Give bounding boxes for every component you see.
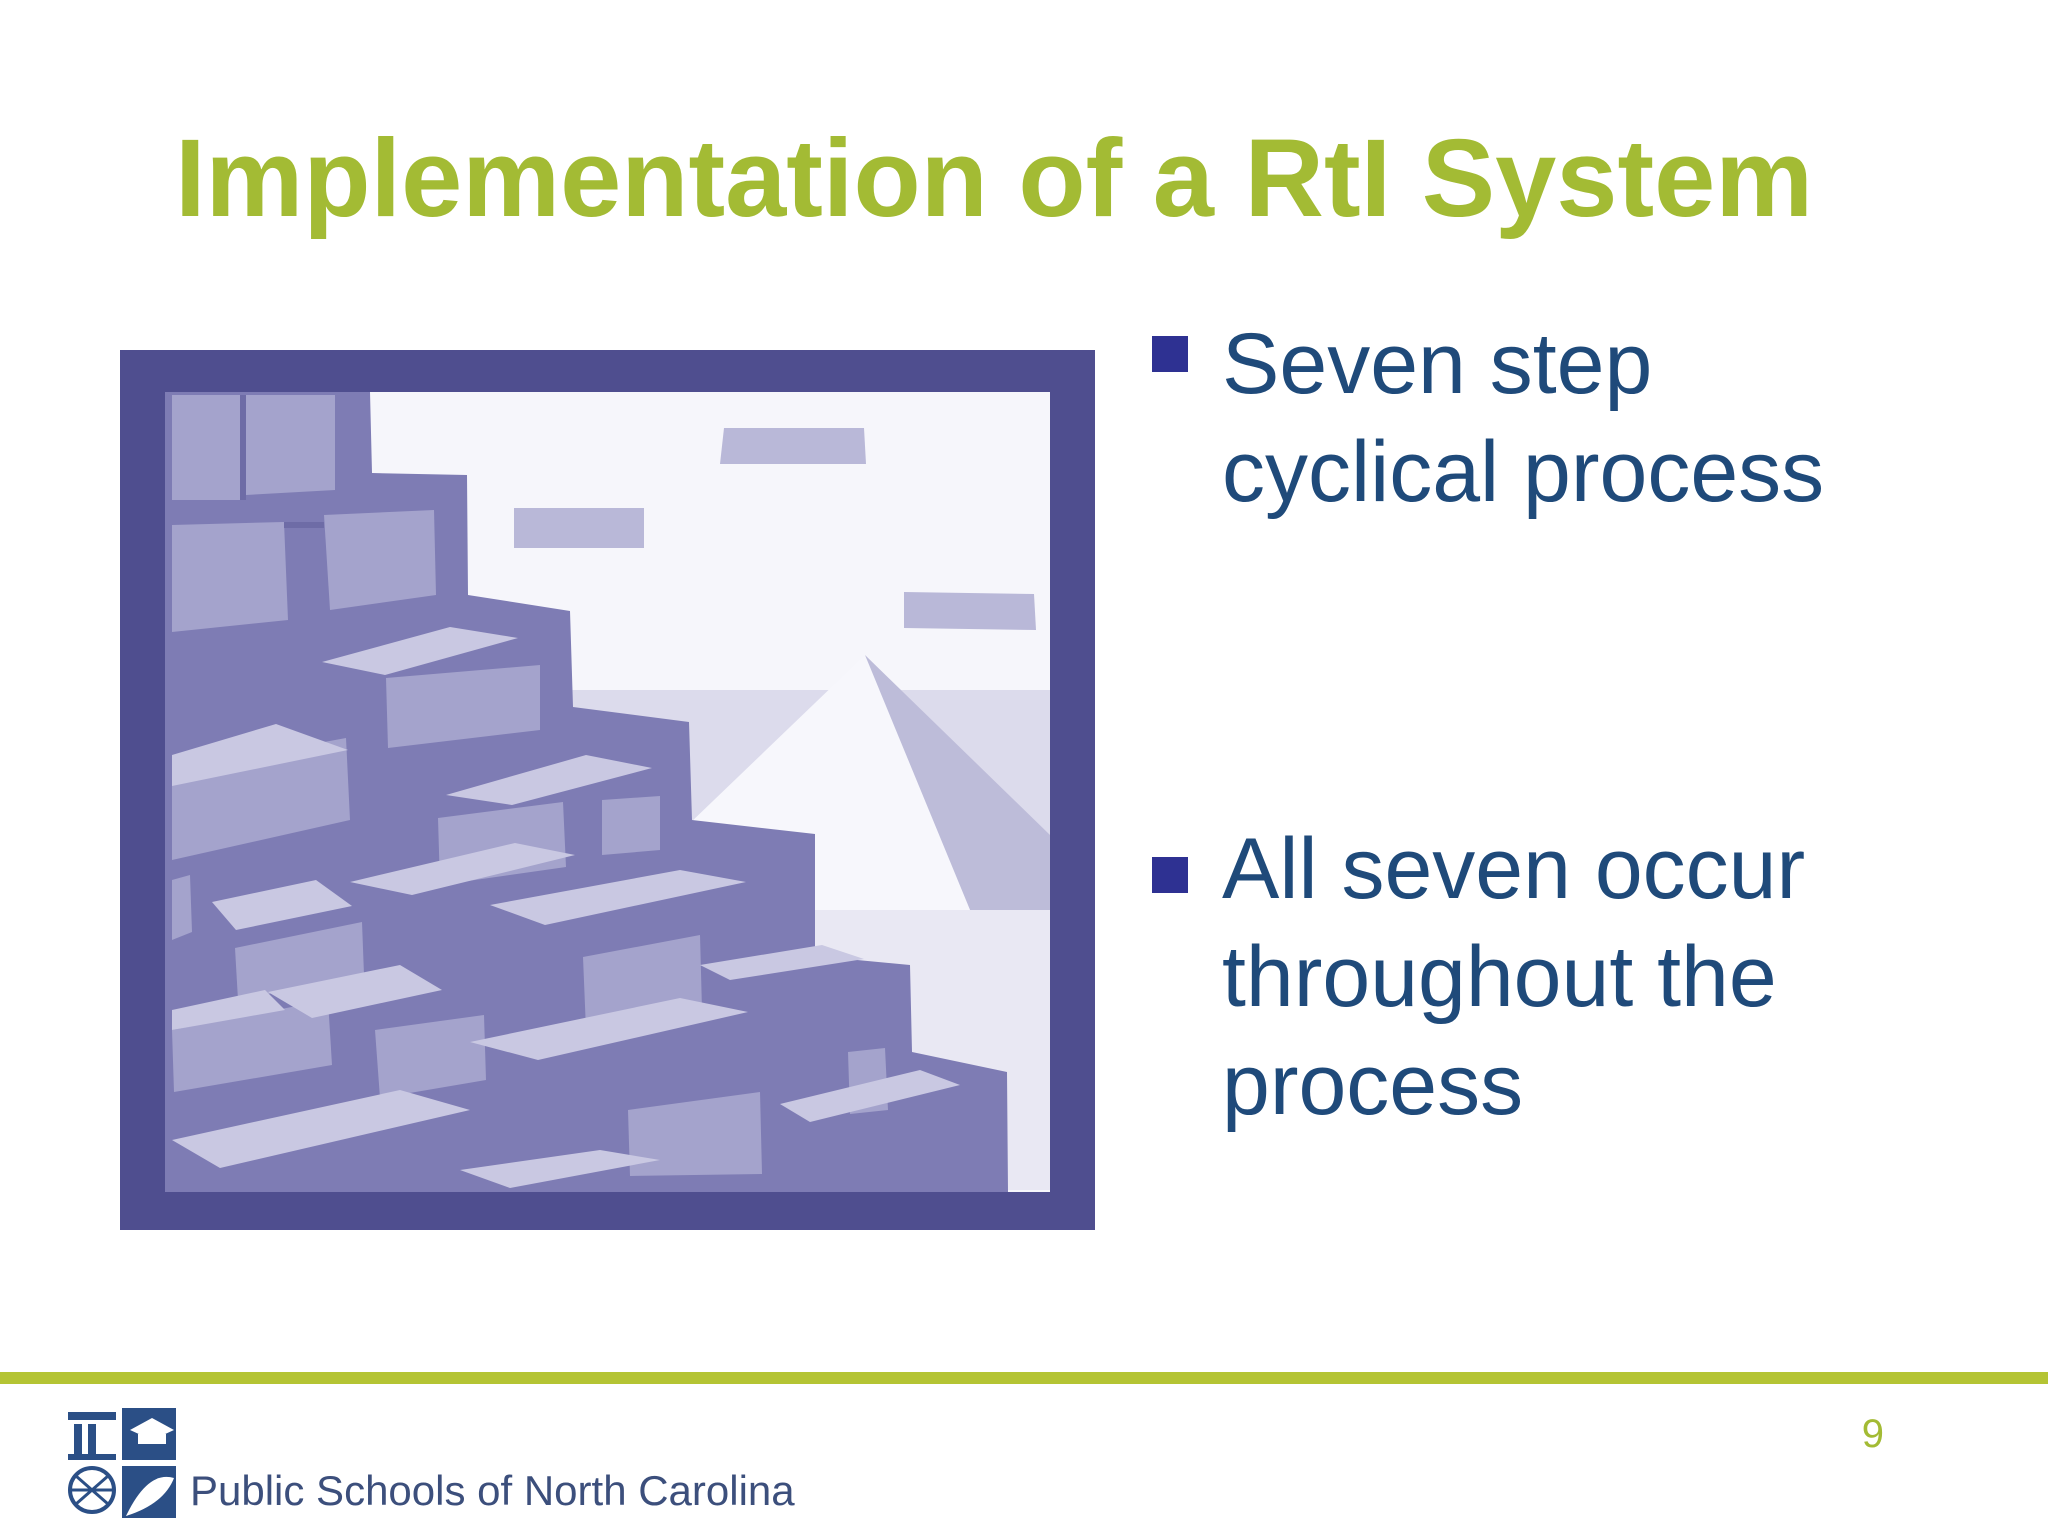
bullet-text: All seven occur throughout the process — [1222, 821, 1806, 1133]
organization-name: Public Schools of North Carolina — [190, 1467, 795, 1514]
square-bullet-icon — [1152, 336, 1188, 372]
square-bullet-icon — [1152, 857, 1188, 893]
steps-illustration — [120, 350, 1095, 1230]
slide-title: Implementation of a RtI System — [175, 117, 1814, 240]
bullet-text: Seven step cyclical process — [1222, 316, 1825, 520]
footer-divider — [0, 1372, 2048, 1384]
ncdpi-logo-icon — [68, 1408, 176, 1518]
page-number: 9 — [1861, 1412, 1884, 1456]
